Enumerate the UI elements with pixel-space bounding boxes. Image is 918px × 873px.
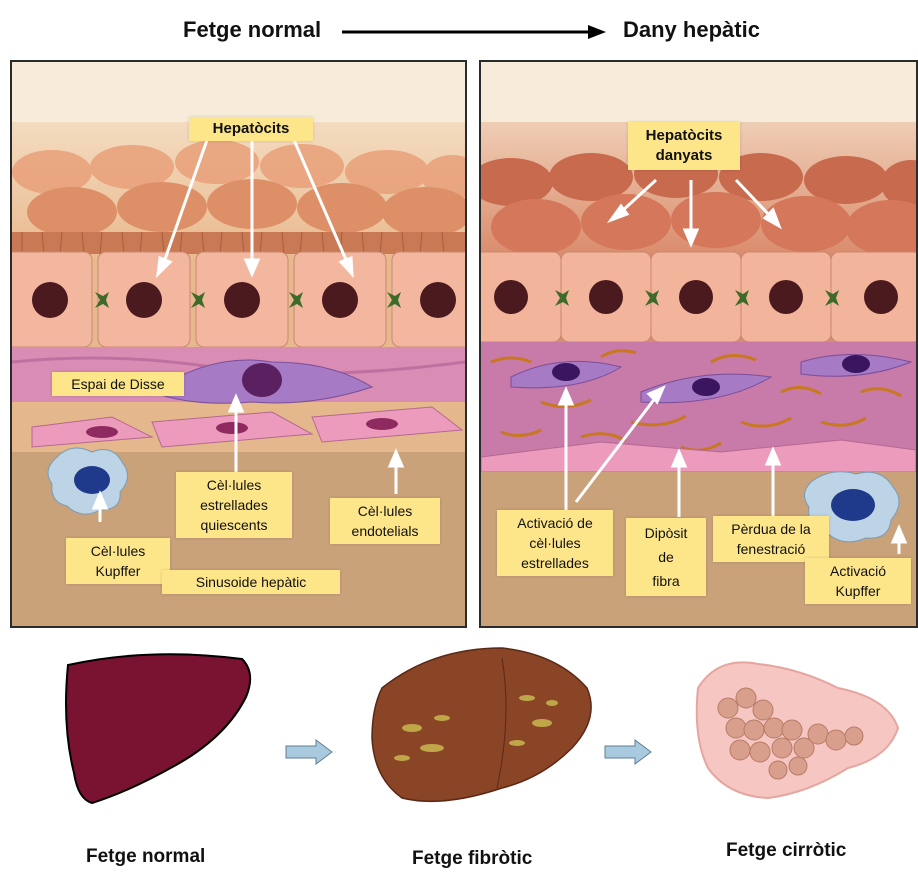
stellate-activation-line-3: estrellades — [503, 553, 607, 573]
kupffer-activation-line-2: Kupffer — [811, 581, 905, 601]
endothelial-cells-label: Cèl·lules endotelials — [330, 498, 440, 544]
normal-liver-panel: Hepatòcits Espai de Disse Cèl·lules estr… — [10, 60, 467, 628]
fiber-deposit-line-1: Dipòsit — [632, 521, 700, 545]
stellate-activation-line-1: Activació de — [503, 513, 607, 533]
kupffer-line-1: Cèl·lules — [72, 541, 164, 561]
damaged-hepatocytes-line-2: danyats — [634, 146, 734, 166]
stellate-activation-label: Activació de cèl·lules estrellades — [497, 510, 613, 576]
damaged-liver-panel: Hepatòcits danyats Activació de cèl·lule… — [479, 60, 918, 628]
fibrotic-liver-caption: Fetge fibròtic — [412, 848, 532, 870]
fenestration-loss-line-1: Pèrdua de la — [719, 519, 823, 539]
progression-arrow-1 — [284, 738, 336, 766]
header-normal-liver-label: Fetge normal — [183, 17, 321, 43]
fiber-deposit-line-3: fibra — [632, 569, 700, 593]
normal-liver-image — [50, 645, 260, 815]
damaged-hepatocytes-label: Hepatòcits danyats — [628, 122, 740, 170]
quiescent-stellate-line-3: quiescents — [182, 515, 286, 535]
hepatocyte-row — [12, 252, 465, 347]
hepatic-sinusoid-label: Sinusoide hepàtic — [162, 570, 340, 594]
fiber-deposit-line-2: de — [632, 545, 700, 569]
quiescent-stellate-line-2: estrellades — [182, 495, 286, 515]
endothelial-line-1: Cèl·lules — [336, 501, 434, 521]
normal-liver-caption: Fetge normal — [86, 846, 205, 868]
kupffer-line-2: Kupffer — [72, 561, 164, 581]
kupffer-cells-label: Cèl·lules Kupffer — [66, 538, 170, 584]
fiber-deposit-label: Dipòsit de fibra — [626, 518, 706, 596]
endothelial-line-2: endotelials — [336, 521, 434, 541]
kupffer-activation-label: Activació Kupffer — [805, 558, 911, 604]
header-progression-arrow — [340, 22, 610, 42]
quiescent-stellate-cells-label: Cèl·lules estrellades quiescents — [176, 472, 292, 538]
stellate-activation-line-2: cèl·lules — [503, 533, 607, 553]
hepatocytes-label: Hepatòcits — [189, 117, 313, 141]
quiescent-stellate-line-1: Cèl·lules — [182, 475, 286, 495]
fenestration-loss-line-2: fenestració — [719, 539, 823, 559]
damaged-hepatocytes-line-1: Hepatòcits — [634, 126, 734, 146]
fibrotic-liver-image — [362, 638, 602, 818]
header-liver-damage-label: Dany hepàtic — [623, 17, 760, 43]
cirrhotic-liver-image — [688, 638, 908, 818]
damaged-hepatocyte-row — [481, 252, 916, 342]
disse-space-label: Espai de Disse — [52, 372, 184, 396]
progression-arrow-2 — [603, 738, 655, 766]
fenestration-loss-label: Pèrdua de la fenestració — [713, 516, 829, 562]
cirrhotic-liver-caption: Fetge cirròtic — [726, 840, 846, 862]
kupffer-activation-line-1: Activació — [811, 561, 905, 581]
